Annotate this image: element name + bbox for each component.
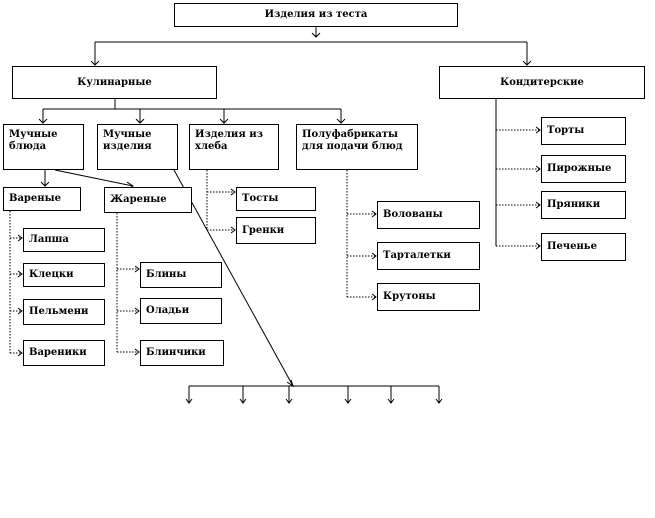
node-vareniki: Вареники (23, 340, 105, 366)
node-voloveny: Волованы (377, 201, 480, 229)
node-boiled: Вареные (3, 187, 81, 211)
node-grenki: Гренки (236, 217, 316, 244)
node-culinary: Кулинарные (12, 66, 217, 99)
node-klecki: Клецки (23, 263, 105, 287)
node-bread-products: Изделия из хлеба (189, 124, 279, 170)
node-pelmeni: Пельмени (23, 299, 105, 325)
node-blinchiki: Блинчики (140, 340, 224, 366)
node-flour-products: Мучные изделия (97, 124, 178, 170)
node-oladi: Оладьи (140, 298, 222, 324)
node-krutony: Крутоны (377, 283, 480, 311)
node-pryaniki: Пряники (541, 191, 626, 219)
node-tosty: Тосты (236, 187, 316, 211)
node-flour-dishes: Мучные блюда (3, 124, 84, 170)
node-torty: Торты (541, 117, 626, 145)
node-lapsha: Лапша (23, 228, 105, 252)
node-semi-products: Полуфабрикаты для подачи блюд (296, 124, 418, 170)
node-pirozhnye: Пирожные (541, 155, 626, 183)
node-fried: Жареные (104, 187, 192, 213)
node-pechene: Печенье (541, 233, 626, 261)
node-bliny: Блины (140, 262, 222, 288)
node-root: Изделия из теста (174, 3, 458, 27)
node-confectionery: Кондитерские (439, 66, 645, 99)
node-tartaletki: Тарталетки (377, 242, 480, 270)
